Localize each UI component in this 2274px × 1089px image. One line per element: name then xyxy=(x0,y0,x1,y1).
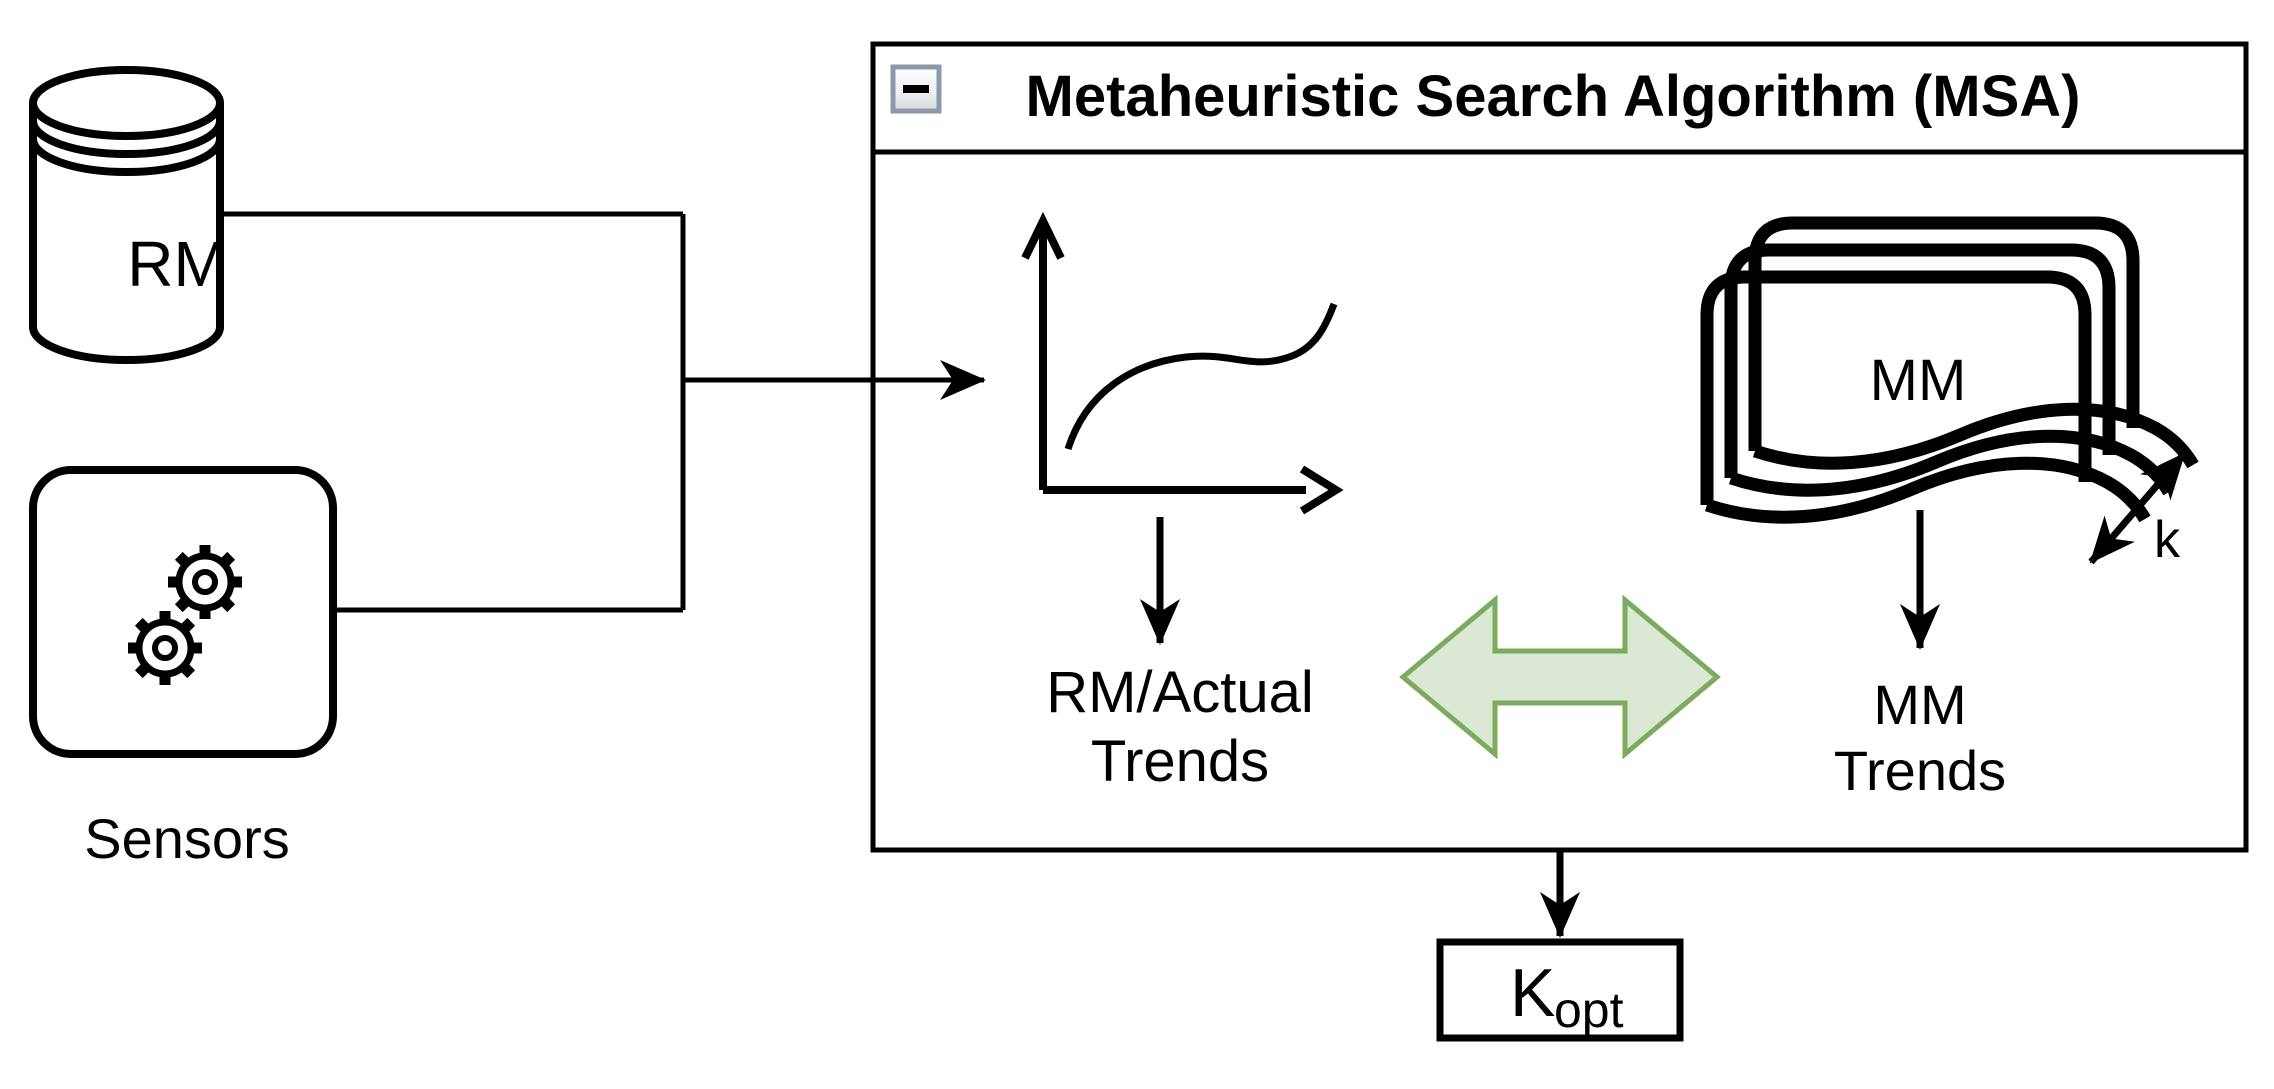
rm-database: RM xyxy=(29,66,227,364)
rm-actual-trends-line1: RM/Actual xyxy=(1046,660,1314,725)
gear-icon xyxy=(128,611,202,685)
chart-y-axis-arrowhead xyxy=(1021,211,1065,260)
rm-actual-trends-line2: Trends xyxy=(1091,729,1269,794)
minimize-icon xyxy=(903,85,929,93)
msa-window: Metaheuristic Search Algorithm (MSA) xyxy=(870,41,2249,853)
rm-cylinder-disk-line-1 xyxy=(29,120,224,158)
chart-x-axis-arrowhead xyxy=(1299,465,1344,515)
rm-cylinder-disk-line-2 xyxy=(29,138,224,176)
kopt-box xyxy=(1436,938,1684,1042)
msa-title: Metaheuristic Search Algorithm (MSA) xyxy=(1026,64,2081,129)
rm-cylinder-top xyxy=(29,66,224,140)
rm-actual-trends-label: RM/Actual Trends xyxy=(1046,660,1314,794)
mm-trends-line2: Trends xyxy=(1834,739,2006,802)
compare-arrows-icon xyxy=(1399,594,1721,760)
mm-trends-line1: MM xyxy=(1873,673,1966,736)
mm-stack-label: MM xyxy=(1870,348,1967,413)
rm-cylinder-body xyxy=(29,103,224,364)
kopt-label: K xyxy=(1510,955,1555,1031)
trend-chart-icon xyxy=(1021,211,1344,515)
msa-window-frame xyxy=(870,41,2249,853)
kopt-subscript: opt xyxy=(1554,982,1624,1038)
sensors-node: Sensors xyxy=(29,466,337,870)
sensors-box xyxy=(29,466,337,758)
source-connectors xyxy=(220,211,986,613)
sensors-label: Sensors xyxy=(84,807,289,870)
k-depth-arrow xyxy=(2088,451,2187,565)
kopt-node: K opt xyxy=(1436,938,1684,1042)
k-depth-label: k xyxy=(2154,511,2181,569)
chart-curve xyxy=(1064,302,1338,451)
minimize-button[interactable] xyxy=(890,64,942,114)
mm-trends-label: MM Trends xyxy=(1834,673,2006,802)
rm-label: RM xyxy=(127,228,227,300)
rm-cylinder-body-fill xyxy=(33,70,220,361)
gear-icon xyxy=(168,545,242,619)
